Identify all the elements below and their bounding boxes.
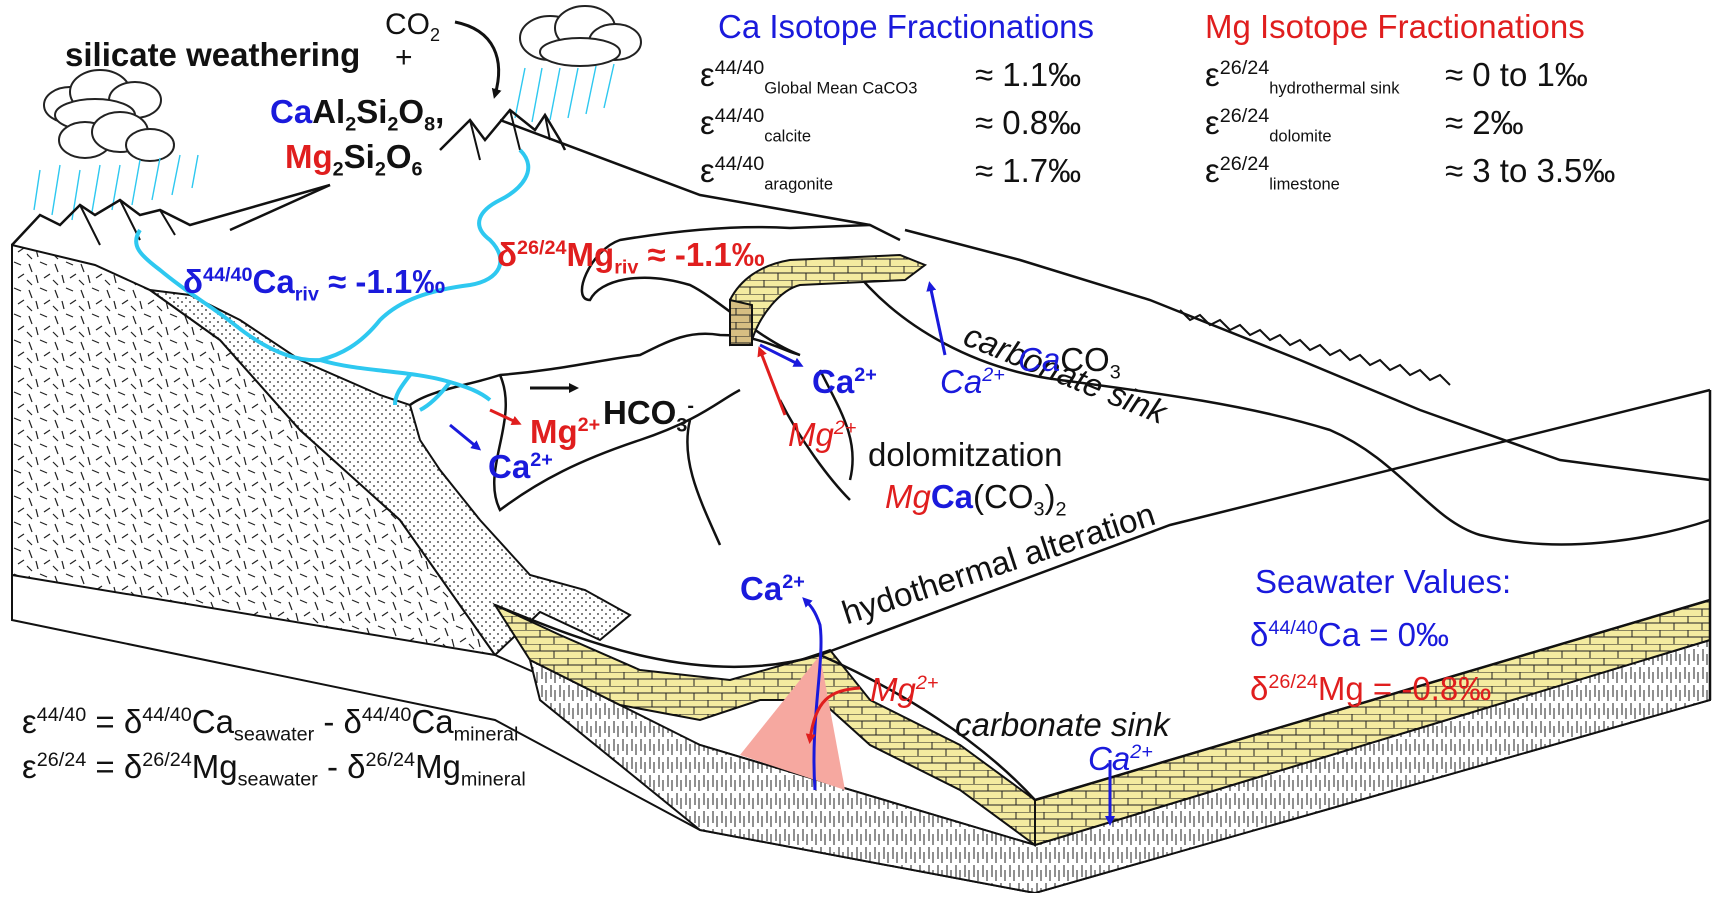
cloud-right xyxy=(519,5,642,67)
fractionation-sup: 44/40 xyxy=(714,105,765,127)
carbonate-layer-basin xyxy=(492,602,1036,847)
fractionation-symbol: ε xyxy=(700,104,715,141)
mg-vent-arrow xyxy=(805,686,861,744)
river-mg-isotope: δ26/24Mgriv ≈ -1.1‰ xyxy=(497,236,765,279)
fractionation-value: ≈ 1.7‰ xyxy=(975,152,1082,189)
submarine-channel-1 xyxy=(686,419,722,546)
river-ca-isotope: δ44/40Cariv ≈ -1.1‰ xyxy=(183,263,446,306)
bicarbonate-ion: HCO3- xyxy=(603,394,694,437)
rain-left xyxy=(33,154,199,221)
dolomitization-label: dolomitzation xyxy=(868,436,1063,473)
mountain-ridges-right xyxy=(469,109,551,161)
ca-ion-vent: Ca2+ xyxy=(740,570,805,607)
mountains-right xyxy=(439,108,567,151)
co2-arrow xyxy=(454,20,502,99)
fractionation-row: ε44/40calcite ≈ 0.8‰ xyxy=(700,104,1081,145)
ca-fractionations-title: Ca Isotope Fractionations xyxy=(718,8,1095,45)
submarine-channel-3 xyxy=(818,369,854,481)
ca-platform-arrow xyxy=(926,281,947,356)
mg-ion-river: Mg2+ xyxy=(530,413,601,450)
carbonate-sink-label-basin: carbonate sink xyxy=(955,706,1170,743)
river xyxy=(134,148,531,412)
fractionation-value: ≈ 1.1‰ xyxy=(975,56,1082,93)
ridge-back-line xyxy=(499,118,901,242)
fractionation-row: ε26/24hydrothermal sink ≈ 0 to 1‰ xyxy=(1205,56,1588,97)
carbonate-platform xyxy=(729,253,928,347)
caco3-formula: CaCO3 xyxy=(1018,341,1121,384)
anorthite-formula: CaAl2Si2O8, xyxy=(270,93,445,136)
mg-epsilon-definition: ε26/24 = δ26/24Mgseawater - δ26/24Mgmine… xyxy=(22,748,526,791)
fractionation-sub: Global Mean CaCO3 xyxy=(764,79,918,98)
shelf-slope-line xyxy=(849,264,1711,546)
ca-epsilon-definition: ε44/40 = δ44/40Caseawater - δ44/40Camine… xyxy=(22,703,519,746)
fractionation-row: ε44/40Global Mean CaCO3 ≈ 1.1‰ xyxy=(700,56,1081,97)
seawater-ca-value: δ44/40Ca = 0‰ xyxy=(1250,616,1450,653)
seafloor-line xyxy=(819,388,1711,657)
mg-fractionations-title: Mg Isotope Fractionations xyxy=(1205,8,1585,45)
ca-river-arrow xyxy=(449,423,482,451)
fractionation-symbol: ε xyxy=(700,56,715,93)
co2-label: CO2 xyxy=(385,8,441,45)
fractionation-sub: aragonite xyxy=(764,175,834,194)
silicate-weathering-label: silicate weathering xyxy=(65,36,361,73)
shelf-back-line xyxy=(904,228,1711,482)
seafloor-front-line xyxy=(1034,598,1711,802)
fractionation-row: ε26/24limestone ≈ 3 to 3.5‰ xyxy=(1205,152,1615,193)
mg-dolomite-arrow xyxy=(757,346,787,416)
fractionation-sub: calcite xyxy=(764,127,812,146)
rain-right xyxy=(514,63,615,123)
fractionation-value: ≈ 0 to 1‰ xyxy=(1445,56,1588,93)
fractionation-sub: hydrothermal sink xyxy=(1269,79,1400,98)
fractionation-value: ≈ 2‰ xyxy=(1445,104,1524,141)
ca-ion-river: Ca2+ xyxy=(488,448,553,485)
dolomite-body xyxy=(729,298,753,346)
mg-ion-vent: Mg2+ xyxy=(870,671,939,708)
shelf-serrations xyxy=(1179,309,1451,386)
submarine-channel-2 xyxy=(778,399,851,501)
fractionation-symbol: ε xyxy=(1205,152,1220,189)
ca-ion-platform: Ca2+ xyxy=(940,363,1005,400)
enstatite-formula: Mg2Si2O6 xyxy=(285,138,423,181)
mg-ion-dolomite: Mg2+ xyxy=(788,416,857,453)
dolomite-formula: MgCa(CO3)2 xyxy=(885,478,1067,521)
fractionation-row: ε26/24dolomite ≈ 2‰ xyxy=(1205,104,1524,145)
block-top-outline xyxy=(11,183,331,246)
seawater-mg-value: δ26/24Mg = -0.8‰ xyxy=(1250,670,1492,707)
plus-sign: + xyxy=(395,41,413,74)
fractionation-sup: 44/40 xyxy=(714,153,765,175)
fractionation-sub: limestone xyxy=(1269,175,1340,194)
weathering-leader-line xyxy=(229,183,331,232)
fractionation-row: ε44/40aragonite ≈ 1.7‰ xyxy=(700,152,1081,193)
fractionation-symbol: ε xyxy=(1205,56,1220,93)
seawater-values-title: Seawater Values: xyxy=(1255,563,1512,600)
fractionation-sup: 26/24 xyxy=(1219,153,1270,175)
fractionation-sup: 26/24 xyxy=(1219,105,1270,127)
coastline xyxy=(409,223,871,407)
ca-ion-dolomite: Ca2+ xyxy=(812,363,877,400)
fractionation-value: ≈ 3 to 3.5‰ xyxy=(1445,152,1616,189)
fractionation-value: ≈ 0.8‰ xyxy=(975,104,1082,141)
cloud-left xyxy=(43,69,175,162)
fractionation-sup: 44/40 xyxy=(714,57,765,79)
fractionation-symbol: ε xyxy=(700,152,715,189)
mg-river-arrow xyxy=(489,408,522,426)
ca-ion-basin: Ca2+ xyxy=(1088,740,1153,777)
fractionation-sup: 26/24 xyxy=(1219,57,1270,79)
fractionation-symbol: ε xyxy=(1205,104,1220,141)
shelf-edge xyxy=(493,374,741,512)
fractionation-sub: dolomite xyxy=(1269,127,1332,146)
